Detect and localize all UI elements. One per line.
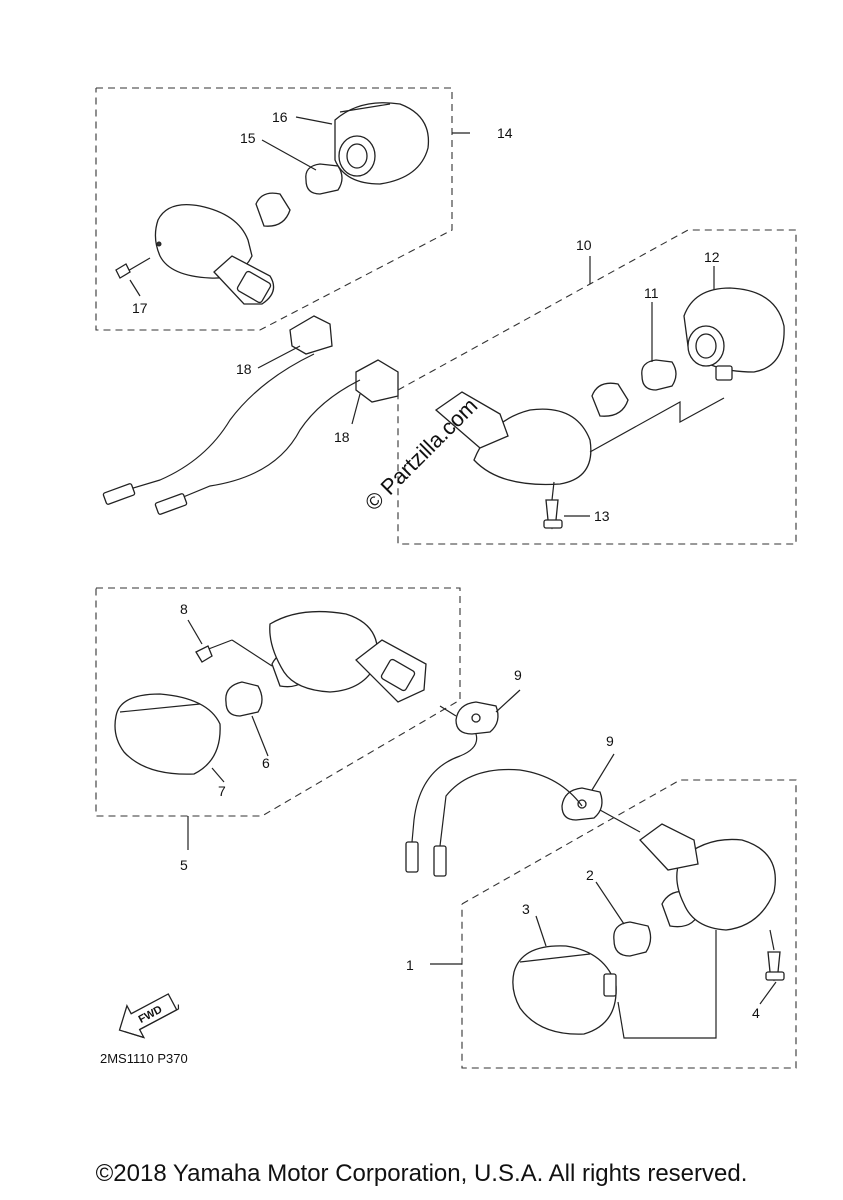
callout-9b: 9 (606, 733, 614, 749)
assembly-10-outline (397, 229, 797, 545)
copyright-notice: ©2018 Yamaha Motor Corporation, U.S.A. A… (95, 1160, 748, 1187)
screw-4 (765, 929, 785, 982)
lens-7 (114, 693, 221, 775)
assembly-5 (95, 587, 461, 850)
callout-16: 16 (272, 109, 288, 125)
stem-1 (639, 823, 699, 871)
callout-8: 8 (180, 601, 188, 617)
housing-1 (676, 838, 776, 931)
callouts: 16 15 14 17 18 18 10 12 11 13 8 9 6 7 9 … (132, 109, 760, 1021)
callout-11: 11 (644, 285, 659, 301)
terminal-b (154, 493, 188, 515)
assembly-10 (397, 229, 797, 545)
callout-1: 1 (406, 957, 414, 973)
bulb-6 (225, 681, 263, 717)
callout-12: 12 (704, 249, 720, 265)
socket (255, 192, 291, 227)
callout-6: 6 (262, 755, 270, 771)
callout-7: 7 (218, 783, 226, 799)
fwd-arrow-icon: FWD (118, 993, 180, 1039)
stem-10 (434, 391, 509, 449)
screw-17 (115, 257, 151, 279)
callout-18b: 18 (334, 429, 350, 445)
callout-14: 14 (497, 125, 513, 141)
callout-2: 2 (586, 867, 594, 883)
bulb-2 (613, 921, 652, 957)
upper-wiring (102, 315, 399, 515)
terminal-d (433, 845, 447, 877)
screw-13 (543, 481, 563, 530)
assembly-1-outline (461, 779, 797, 1069)
assembly-1 (430, 779, 797, 1069)
bulb-15 (305, 163, 343, 195)
bulb-11 (641, 359, 677, 391)
callout-4: 4 (752, 1005, 760, 1021)
watermark: © Partzilla.com (360, 393, 483, 516)
lens-3 (512, 945, 617, 1035)
callout-17: 17 (132, 300, 148, 316)
assembly-14-outline (95, 87, 453, 331)
assembly-14 (95, 87, 470, 331)
callout-13: 13 (594, 508, 610, 524)
terminal-a (102, 483, 136, 505)
assembly-5-outline (95, 587, 461, 817)
housing-5 (269, 610, 378, 693)
callout-3: 3 (522, 901, 530, 917)
callout-10: 10 (576, 237, 592, 253)
callout-15: 15 (240, 130, 256, 146)
terminal-c (405, 841, 419, 873)
screw-8 (195, 639, 273, 667)
diagram-code: 2MS1110 P370 (100, 1051, 188, 1066)
connector-18a (289, 315, 333, 355)
callout-9a: 9 (514, 667, 522, 683)
socket-10 (591, 382, 629, 417)
connector-18b (355, 359, 399, 403)
callout-5: 5 (180, 857, 188, 873)
callout-18a: 18 (236, 361, 252, 377)
lower-wiring (405, 689, 641, 877)
